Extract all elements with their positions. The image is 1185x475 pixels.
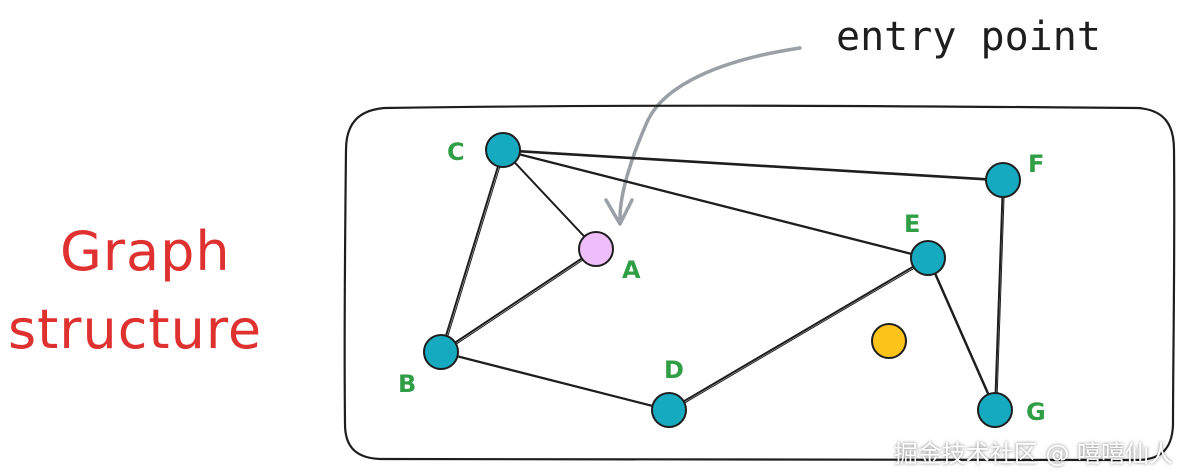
node-g bbox=[977, 392, 1013, 428]
edge-F-G bbox=[994, 179, 1004, 411]
entry-arrow bbox=[618, 46, 802, 220]
edge-B-D-sketch bbox=[442, 352, 672, 412]
edge-D-E-sketch bbox=[670, 258, 931, 412]
node-label-d: D bbox=[664, 356, 684, 384]
graph-container bbox=[343, 104, 1176, 463]
node-e bbox=[910, 240, 946, 276]
edge-D-E bbox=[668, 257, 929, 411]
node-label-g: G bbox=[1026, 398, 1046, 426]
node-label-a: A bbox=[622, 256, 641, 284]
edge-C-F-sketch bbox=[504, 150, 1006, 182]
edge-E-G-sketch bbox=[929, 258, 998, 412]
edge-E-G bbox=[927, 257, 996, 411]
labels-layer: C F E A B D G bbox=[398, 138, 1046, 426]
edge-C-B-sketch bbox=[442, 150, 506, 354]
edge-C-F bbox=[502, 149, 1004, 181]
edge-F-G-sketch bbox=[996, 180, 1006, 412]
node-label-c: C bbox=[447, 138, 465, 166]
edge-C-B bbox=[440, 149, 504, 353]
entry-arrow-head bbox=[604, 198, 634, 226]
node-d bbox=[651, 392, 687, 428]
node-a bbox=[578, 231, 614, 267]
node-c bbox=[485, 132, 521, 168]
edge-B-D bbox=[440, 351, 670, 411]
edge-C-E-sketch bbox=[504, 150, 931, 260]
node-label-f: F bbox=[1028, 150, 1044, 178]
node-b bbox=[423, 334, 459, 370]
nodes-layer bbox=[423, 132, 1021, 428]
entry-point-label: entry point bbox=[836, 14, 1101, 60]
edge-C-A-sketch bbox=[504, 150, 599, 251]
watermark: 掘金技术社区 @ 嘻嘻仙人 bbox=[893, 440, 1173, 468]
title-line-1: Graph bbox=[60, 220, 231, 283]
node-label-b: B bbox=[398, 370, 416, 398]
node-f bbox=[985, 162, 1021, 198]
node-label-e: E bbox=[904, 210, 920, 238]
edge-A-B bbox=[440, 248, 597, 353]
edge-A-B-sketch bbox=[442, 249, 599, 354]
edges-layer bbox=[440, 149, 1006, 412]
node-isolated bbox=[871, 323, 907, 359]
title-line-2: structure bbox=[8, 298, 262, 361]
edge-C-E bbox=[502, 149, 929, 259]
